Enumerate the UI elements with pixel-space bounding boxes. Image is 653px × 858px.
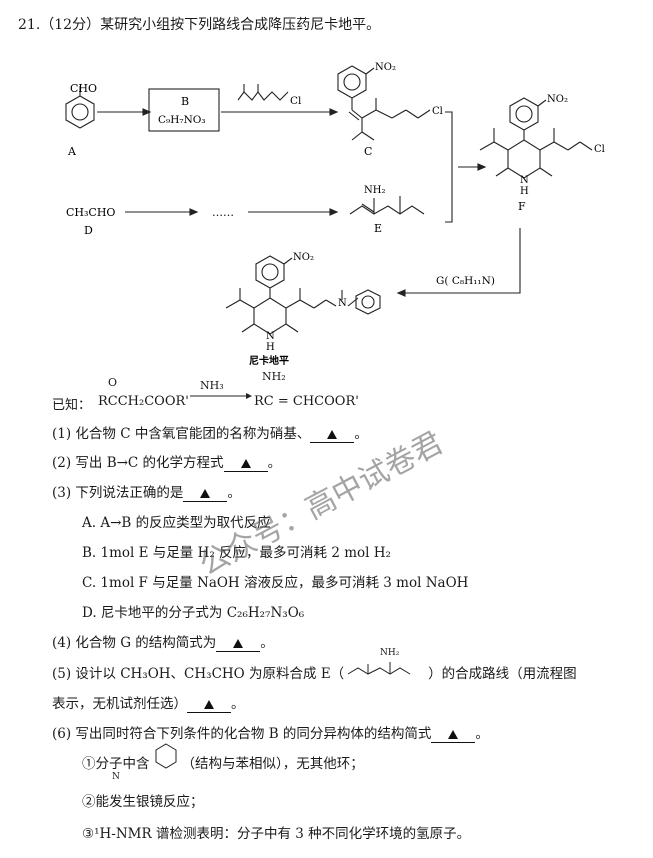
f-label: F (518, 200, 526, 213)
nicardipine-n-ring: N (266, 331, 275, 342)
pyridine-n: N (112, 772, 120, 782)
question-4: (4) 化合物 G 的结构简式为。 (52, 635, 274, 652)
nicardipine-label: 尼卡地平 (249, 354, 289, 367)
triangle-icon (327, 430, 338, 439)
question-header: 21.（12分）某研究小组按下列路线合成降压药尼卡地平。 (18, 17, 381, 33)
scheme-dots: …… (212, 206, 234, 219)
question-6: (6) 写出同时符合下列条件的化合物 B 的同分异构体的结构简式。 (52, 726, 489, 743)
f-h: H (520, 186, 529, 197)
c-no2: NO₂ (375, 62, 396, 73)
option-d: D. 尼卡地平的分子式为 C₂₆H₂₇N₃O₆ (82, 605, 305, 621)
f-n: N (520, 175, 529, 186)
f-cl: Cl (594, 144, 605, 155)
option-b: B. 1mol E 与足量 H₂ 反应，最多可消耗 2 mol H₂ (82, 545, 391, 561)
known-reagent: NH₃ (200, 379, 224, 392)
c-cl: Cl (432, 106, 443, 117)
known-arrow (190, 393, 252, 399)
answer-blank-4[interactable] (216, 635, 261, 652)
q5-nh2: NH₂ (380, 648, 400, 658)
triangle-icon (448, 730, 459, 739)
question-2: (2) 写出 B→C 的化学方程式。 (52, 455, 282, 472)
condition-1: ①分子中含（结构与苯相似），无其他环； (82, 743, 364, 772)
e-nh2: NH₂ (364, 185, 385, 196)
question-3: (3) 下列说法正确的是。 (52, 485, 241, 502)
b-formula: C₉H₇NO₃ (158, 114, 206, 126)
nicardipine-no2: NO₂ (293, 252, 314, 263)
triangle-icon (233, 639, 244, 648)
a-label: A (67, 145, 77, 158)
known-nh2: NH₂ (262, 370, 286, 383)
answer-blank-1[interactable] (310, 426, 355, 443)
known-left: RCCH₂COOR' (98, 394, 189, 409)
answer-blank-3[interactable] (183, 485, 228, 502)
e-label: E (374, 222, 382, 235)
answer-blank-5[interactable] (187, 696, 231, 713)
b-label: B (181, 95, 189, 108)
compound-f-structure (479, 97, 593, 179)
c-label: C (364, 145, 372, 158)
option-a: A. A→B 的反应类型为取代反应 (82, 515, 271, 531)
pyridine-icon (150, 743, 182, 769)
known-right: RC = CHCOOR' (254, 394, 359, 409)
f-no2: NO₂ (547, 94, 568, 105)
compound-a-structure (65, 86, 95, 129)
triangle-icon (240, 459, 251, 468)
answer-blank-2[interactable] (223, 455, 268, 472)
g-reagent: G( C₈H₁₁N) (436, 275, 495, 287)
a-cho-label: CHO (70, 82, 97, 95)
known-oxygen: O (108, 376, 118, 389)
reaction-scheme: CHO A B C₉H₇NO₃ Cl NO₂ Cl C CH₃CHO D …… … (65, 62, 605, 367)
compound-b-box (148, 88, 220, 132)
triangle-icon (200, 489, 211, 498)
d-formula: CH₃CHO (66, 206, 115, 219)
compound-c-structure (337, 65, 431, 141)
condition-3: ③¹H-NMR 谱检测表明：分子中有 3 种不同化学环境的氢原子。 (82, 826, 471, 842)
nicardipine-structure (225, 255, 381, 335)
e-inline-structure (344, 662, 428, 678)
known-prefix: 已知： (52, 398, 92, 413)
condition-2: ②能发生银镜反应； (82, 794, 204, 810)
triangle-icon (204, 700, 214, 709)
reagent-cl: Cl (290, 95, 302, 107)
option-c: C. 1mol F 与足量 NaOH 溶液反应，最多可消耗 3 mol NaOH (82, 575, 469, 591)
answer-blank-6[interactable] (431, 726, 476, 743)
question-5-cont: 表示，无机试剂任选）。 (52, 696, 245, 713)
nicardipine-h: H (266, 342, 275, 353)
question-5: (5) 设计以 CH₃OH、CH₃CHO 为原料合成 E（）的合成路线（用流程图 (52, 662, 577, 682)
question-1: (1) 化合物 C 中含氧官能团的名称为硝基、。 (52, 426, 368, 443)
nicardipine-n-amine: N (338, 298, 347, 309)
compound-e-structure (349, 196, 425, 215)
d-label: D (84, 224, 93, 237)
